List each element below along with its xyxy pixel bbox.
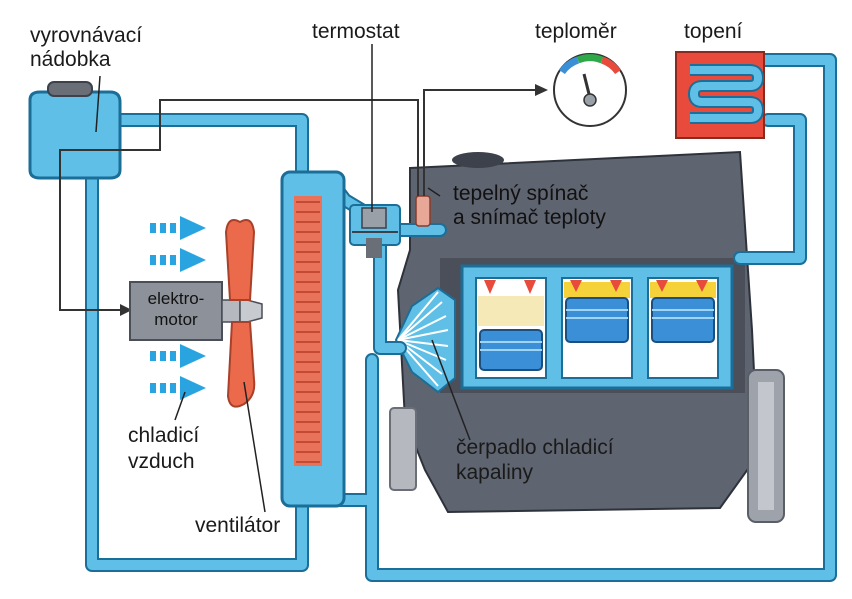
water-pump (394, 286, 456, 394)
expansion-tank-label-line1: vyrovnávací (30, 24, 143, 47)
fan (224, 219, 256, 408)
heater-label: topení (684, 20, 743, 43)
thermal-switch (415, 195, 431, 227)
thermal-switch-label-line2: a snímač teploty (453, 206, 606, 229)
coolant-pipes (85, 53, 837, 582)
cylinders (460, 264, 734, 390)
pump-label-line1: čerpadlo chladicí (456, 436, 614, 459)
air-arrow (150, 376, 206, 400)
cooling-air-label-line2: vzduch (128, 450, 195, 473)
electromotor-label-line2: motor (154, 310, 198, 329)
flywheel (747, 369, 785, 523)
thermometer-gauge (553, 53, 627, 127)
thermometer-label: teploměr (535, 20, 617, 43)
fan-label: ventilátor (195, 514, 281, 537)
thermostat (349, 204, 401, 258)
cooling-air-arrows (150, 216, 206, 400)
electromotor-label-line1: elektro- (147, 289, 205, 308)
heater-core (675, 51, 765, 139)
electromotor (129, 281, 263, 341)
radiator (280, 170, 346, 508)
leader-lines (95, 44, 471, 513)
air-arrow (150, 344, 206, 368)
pump-label-line2: kapaliny (456, 461, 534, 484)
thermal-switch-label-line1: tepelný spínač (453, 182, 589, 205)
air-arrow (150, 248, 206, 272)
thermostat-label: termostat (312, 20, 400, 43)
expansion-tank-label-line2: nádobka (30, 48, 111, 71)
signal-wires (59, 84, 548, 316)
air-arrow (150, 216, 206, 240)
expansion-tank (28, 81, 122, 180)
cooling-air-label-line1: chladicí (128, 424, 200, 447)
pulley (389, 407, 417, 491)
